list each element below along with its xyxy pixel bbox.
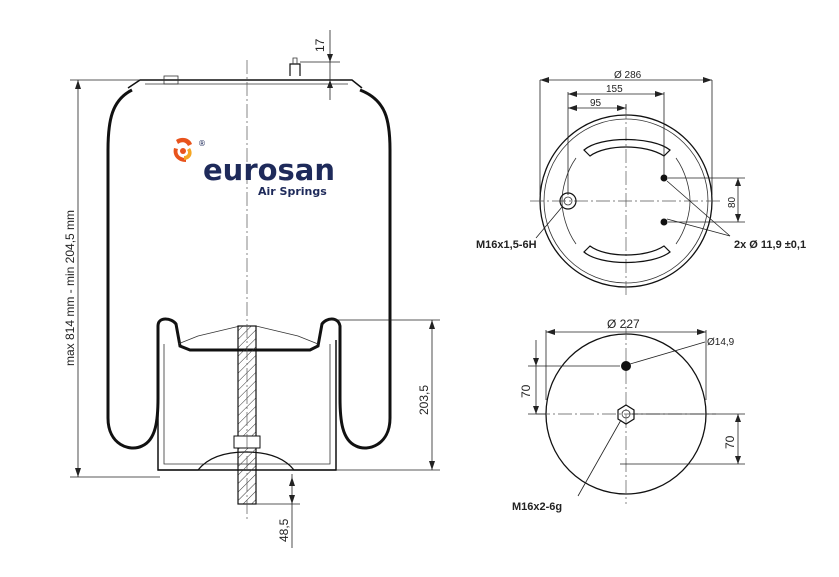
lower-slot [583,245,671,264]
upper-slot [583,138,671,157]
top-view [530,105,720,297]
brand-tagline: Air Springs [258,185,327,198]
spacing-80-label: 80 [727,196,738,208]
top-plate [127,79,363,89]
bottom-view-dimensions: Ø 227 Ø14,9 70 70 M16x2-6g [512,317,745,513]
registered-mark: ® [198,139,206,148]
bottom-thread-label: M16x2-6g [512,501,562,513]
top-offset-label: 17 [313,38,327,52]
height-range-label: max 814 mm - min 204,5 mm [63,210,77,366]
holes-label: 2x Ø 11,9 ±0,1 [734,239,806,251]
top-thread-label: M16x1,5-6H [476,239,537,251]
bottom-stud-nut [617,404,635,425]
mounting-hole-upper [660,174,668,182]
stud-length-label: 48,5 [277,518,291,542]
offset-right-label: 70 [723,435,737,449]
offset-left-label: 70 [519,384,533,398]
hole-diameter-label: Ø14,9 [707,337,735,348]
side-view [106,57,392,520]
bottom-view [536,326,716,504]
side-view-dimensions: max 814 mm - min 204,5 mm 17 203,5 48,5 [63,30,440,548]
eurosan-logo: ® eurosan Air Springs [173,137,335,198]
mounting-hole-lower [660,218,668,226]
top-plate-clip [163,75,179,85]
piston-height-label: 203,5 [417,385,431,415]
top-view-dimensions: Ø 286 155 95 80 M16x1,5-6H 2x Ø 11,9 ±0,… [476,70,806,251]
offset-95-label: 95 [590,98,602,109]
eurosan-mark-icon [173,137,192,162]
air-inlet [289,63,301,76]
offset-155-label: 155 [606,84,623,95]
brand-name: eurosan [203,153,335,187]
bottom-hole [621,361,631,371]
bottom-diameter-label: Ø 227 [607,317,640,331]
top-diameter-label: Ø 286 [614,70,642,81]
